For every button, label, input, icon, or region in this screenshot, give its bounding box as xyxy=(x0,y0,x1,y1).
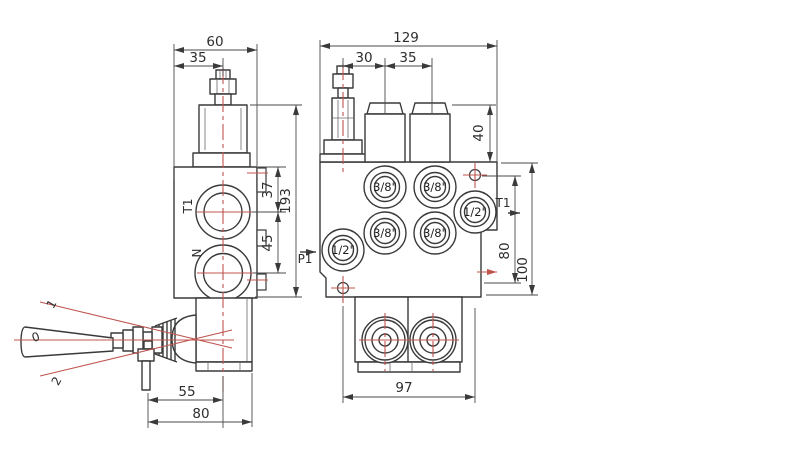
dim-60-label: 60 xyxy=(206,34,223,50)
dim-55-label: 55 xyxy=(178,384,195,400)
port-n-label: N xyxy=(190,249,204,258)
dim-80-right-label: 80 xyxy=(497,242,513,259)
dim-40-label: 40 xyxy=(471,124,487,141)
port-12-label-p: 1/2" xyxy=(331,243,355,257)
lever-position-2-label: 2 xyxy=(49,374,65,388)
lever-dome xyxy=(171,314,197,364)
dimensions xyxy=(147,40,538,428)
dim-97-label: 97 xyxy=(395,380,412,396)
cap-mount-block xyxy=(192,152,251,168)
labels: 60 35 193 37 45 55 80 T1 N 0 1 2 129 30 … xyxy=(30,30,531,422)
port-p1-label: P1 xyxy=(298,252,313,266)
base-plate-left xyxy=(195,361,253,372)
port-38-label-3: 3/8" xyxy=(373,226,397,240)
port-38-label-2: 3/8" xyxy=(423,180,447,194)
dim-100-label: 100 xyxy=(515,257,531,283)
dim-129-label: 129 xyxy=(393,30,419,46)
side-tab-top xyxy=(256,167,267,193)
right-view xyxy=(319,65,498,373)
lever-position-0-label: 0 xyxy=(30,329,42,345)
port-38-label-1: 3/8" xyxy=(373,180,397,194)
dim-35-right-label: 35 xyxy=(399,50,416,66)
lever-position-1-label: 1 xyxy=(44,297,60,311)
lever-position-2-line xyxy=(39,329,233,377)
left-view xyxy=(173,69,267,372)
dim-30-label: 30 xyxy=(355,50,372,66)
lever-position-1-line xyxy=(39,301,233,349)
spool-housing xyxy=(354,296,463,373)
dim-80-left-label: 80 xyxy=(192,406,209,422)
port-12-label-t: 1/2" xyxy=(463,205,487,219)
lever-handle xyxy=(20,326,114,358)
dim-193-label: 193 xyxy=(278,188,294,214)
port-38-label-4: 3/8" xyxy=(423,226,447,240)
dim-45-label: 45 xyxy=(260,234,276,251)
drain-fitting xyxy=(137,340,155,391)
port-t1-left-label: T1 xyxy=(181,199,195,215)
dim-35-left-label: 35 xyxy=(189,50,206,66)
spool-block-left xyxy=(195,297,253,363)
side-tab-bottom xyxy=(256,273,267,291)
check-valve-cap-2 xyxy=(409,102,451,163)
port-bores xyxy=(327,171,491,266)
side-tab-mid xyxy=(256,229,267,247)
lever-assembly xyxy=(20,314,197,391)
dim-37-label: 37 xyxy=(260,181,276,198)
port-t1-right-label: T1 xyxy=(495,196,511,210)
centerlines xyxy=(14,64,497,392)
